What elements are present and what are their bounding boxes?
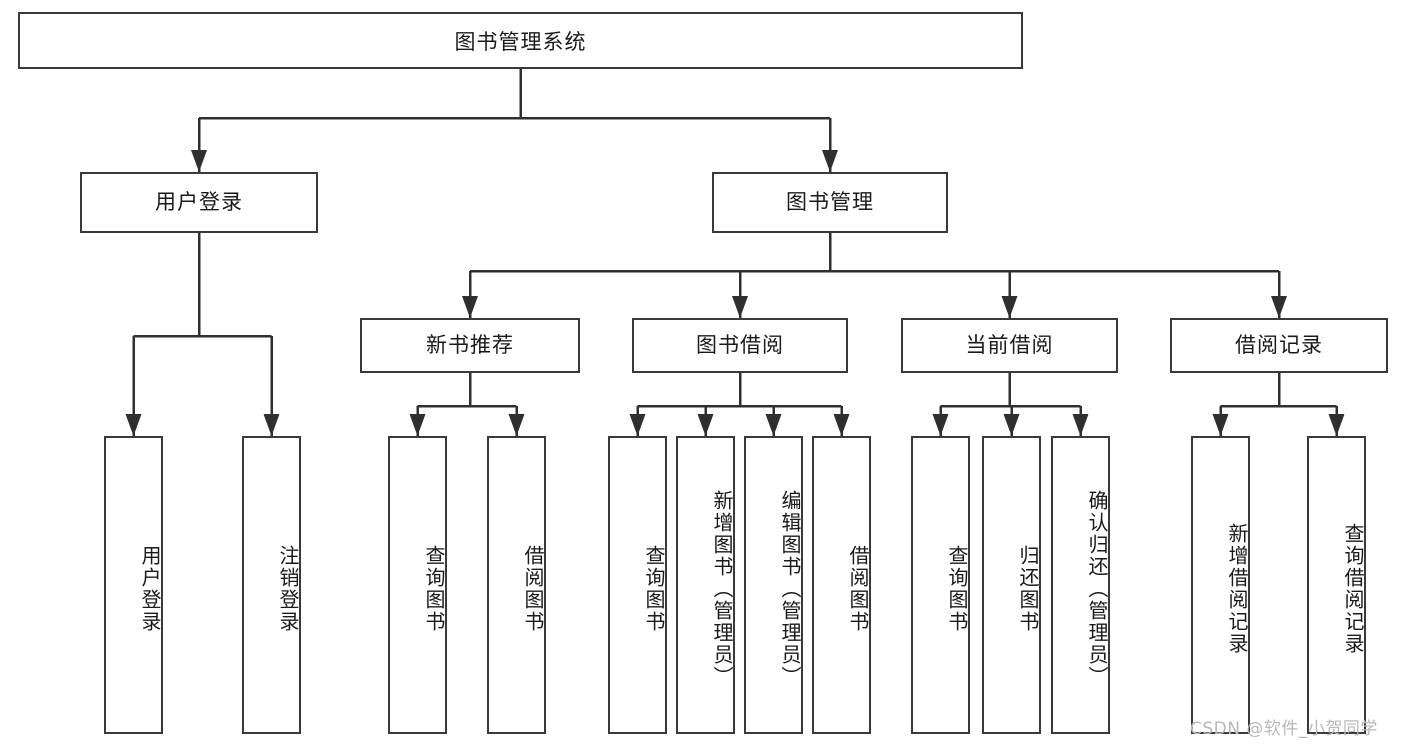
arrowhead [263, 414, 280, 436]
node-l11[interactable]: 确认归还（管理员） [1051, 436, 1110, 734]
node-l8[interactable]: 借阅图书 [812, 436, 871, 734]
node-label: 借阅记录 [1235, 332, 1323, 357]
node-label: 归还图书 [1016, 545, 1040, 633]
node-label: 用户登录 [155, 189, 243, 214]
node-l5[interactable]: 查询图书 [608, 436, 667, 734]
arrowhead [697, 414, 714, 436]
node-label: 借阅图书 [521, 545, 545, 633]
node-l7[interactable]: 编辑图书（管理员） [744, 436, 803, 734]
arrowhead [1212, 414, 1229, 436]
node-l4[interactable]: 借阅图书 [487, 436, 546, 734]
arrowhead [1001, 296, 1018, 318]
arrowhead [822, 150, 838, 172]
node-l9[interactable]: 查询图书 [911, 436, 970, 734]
node-login[interactable]: 用户登录 [80, 172, 318, 233]
node-label: 图书管理系统 [454, 29, 587, 54]
node-l2[interactable]: 注销登录 [242, 436, 301, 734]
arrowhead [191, 150, 207, 172]
node-label: 借阅图书 [846, 545, 870, 633]
node-l10[interactable]: 归还图书 [982, 436, 1041, 734]
node-newbook[interactable]: 新书推荐 [360, 318, 580, 373]
node-borrow[interactable]: 图书借阅 [632, 318, 848, 373]
node-l1[interactable]: 用户登录 [104, 436, 163, 734]
node-label: 查询图书 [945, 545, 969, 633]
node-label: 查询图书 [422, 545, 446, 633]
node-label: 注销登录 [276, 545, 300, 633]
arrowhead [833, 414, 850, 436]
arrowhead [508, 414, 525, 436]
node-label: 当前借阅 [965, 332, 1054, 357]
node-label: 新增图书（管理员） [710, 490, 734, 688]
node-label: 新书推荐 [426, 332, 514, 357]
node-label: 编辑图书（管理员） [778, 490, 802, 688]
arrowhead [1072, 414, 1089, 436]
arrowhead [125, 414, 142, 436]
arrowhead [1003, 414, 1020, 436]
node-records[interactable]: 借阅记录 [1170, 318, 1388, 373]
arrowhead [1271, 296, 1287, 318]
node-root[interactable]: 图书管理系统 [18, 12, 1023, 69]
node-l12[interactable]: 新增借阅记录 [1191, 436, 1250, 734]
arrowhead [732, 296, 748, 318]
arrowhead [1328, 414, 1345, 436]
node-label: 确认归还（管理员） [1085, 490, 1109, 688]
arrowhead [462, 296, 478, 318]
node-current[interactable]: 当前借阅 [901, 318, 1118, 373]
node-l3[interactable]: 查询图书 [388, 436, 447, 734]
arrowhead [765, 414, 782, 436]
node-label: 查询借阅记录 [1341, 523, 1365, 655]
arrowhead [629, 414, 646, 436]
node-label: 图书借阅 [696, 332, 784, 357]
node-l13[interactable]: 查询借阅记录 [1307, 436, 1366, 734]
node-bookmgmt[interactable]: 图书管理 [712, 172, 948, 233]
node-label: 新增借阅记录 [1225, 523, 1249, 655]
node-label: 查询图书 [642, 545, 666, 633]
node-label: 用户登录 [138, 545, 162, 633]
watermark: CSDN @软件_小贺同学 [1190, 719, 1378, 739]
arrowhead [932, 414, 949, 436]
node-label: 图书管理 [786, 189, 874, 214]
arrowhead [409, 414, 426, 436]
node-l6[interactable]: 新增图书（管理员） [676, 436, 735, 734]
